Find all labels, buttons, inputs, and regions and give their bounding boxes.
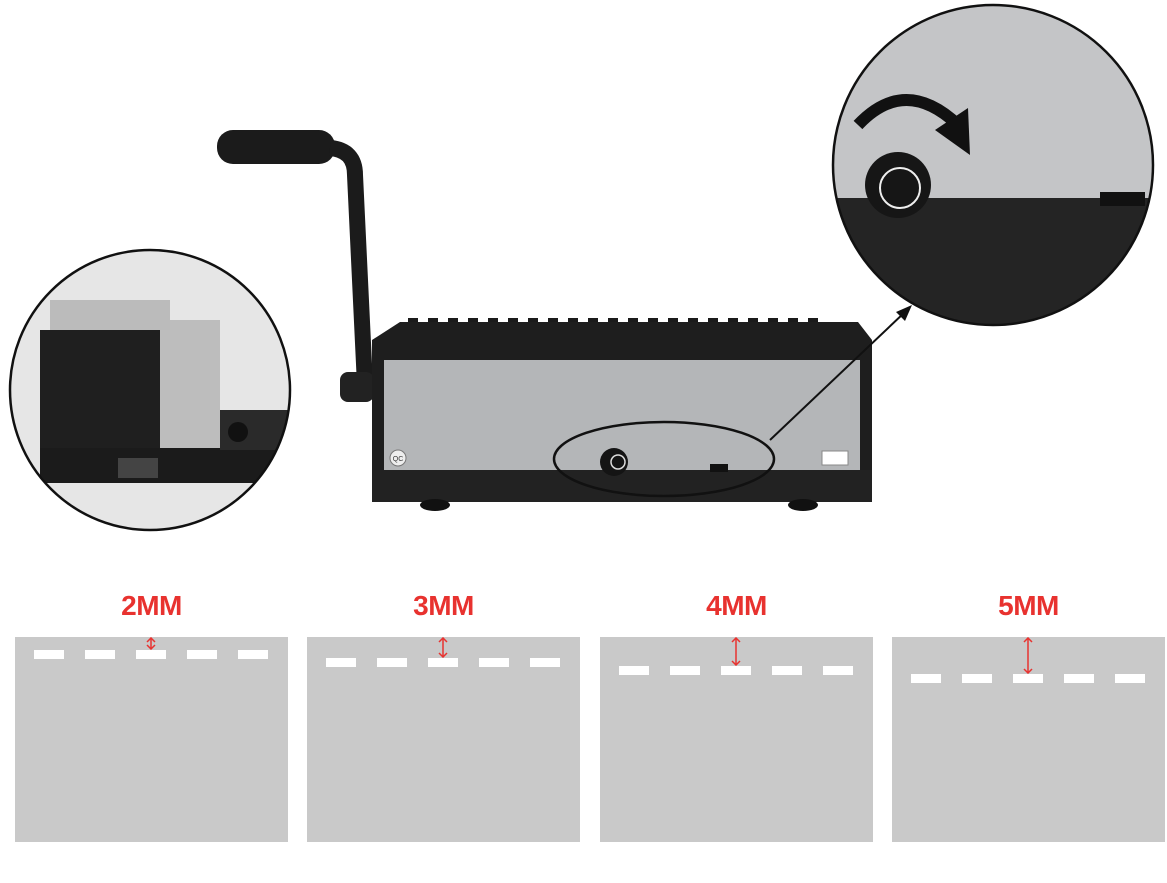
- punch-hole: [187, 650, 217, 659]
- margin-diagram-3mm: [307, 636, 580, 842]
- punch-hole: [721, 666, 751, 675]
- punch-hole: [85, 650, 115, 659]
- margin-diagram-4mm: [600, 636, 873, 842]
- margin-diagram-5mm: [892, 636, 1165, 842]
- punch-hole: [326, 658, 356, 667]
- punch-hole: [772, 666, 802, 675]
- knob-detail: [831, 3, 1155, 327]
- punch-hole: [428, 658, 458, 667]
- binding-machine-illustration: QC: [8, 3, 1155, 532]
- punch-hole: [962, 674, 992, 683]
- punch-hole: [377, 658, 407, 667]
- qc-sticker: QC: [393, 456, 404, 463]
- margin-label-3mm: 3MM: [413, 590, 474, 621]
- punch-hole: [238, 650, 268, 659]
- margin-arrow-icon: [436, 636, 450, 659]
- punch-hole: [1064, 674, 1094, 683]
- punch-hole: [1115, 674, 1145, 683]
- side-view-detail: [8, 248, 292, 532]
- margin-arrow-icon: [1021, 636, 1035, 675]
- punch-hole: [136, 650, 166, 659]
- punch-hole: [911, 674, 941, 683]
- punch-hole: [823, 666, 853, 675]
- punch-hole: [530, 658, 560, 667]
- margin-label-2mm: 2MM: [121, 590, 182, 621]
- punch-hole: [670, 666, 700, 675]
- margin-diagram-2mm: [15, 636, 288, 842]
- margin-arrow-icon: [729, 636, 743, 667]
- margin-arrow-icon: [144, 636, 158, 651]
- margin-label-5mm: 5MM: [998, 590, 1059, 621]
- punch-hole: [619, 666, 649, 675]
- punch-hole: [34, 650, 64, 659]
- machine-body: QC: [372, 305, 912, 511]
- punch-hole: [1013, 674, 1043, 683]
- punch-hole: [479, 658, 509, 667]
- margin-label-4mm: 4MM: [706, 590, 767, 621]
- crank-handle: [217, 130, 374, 402]
